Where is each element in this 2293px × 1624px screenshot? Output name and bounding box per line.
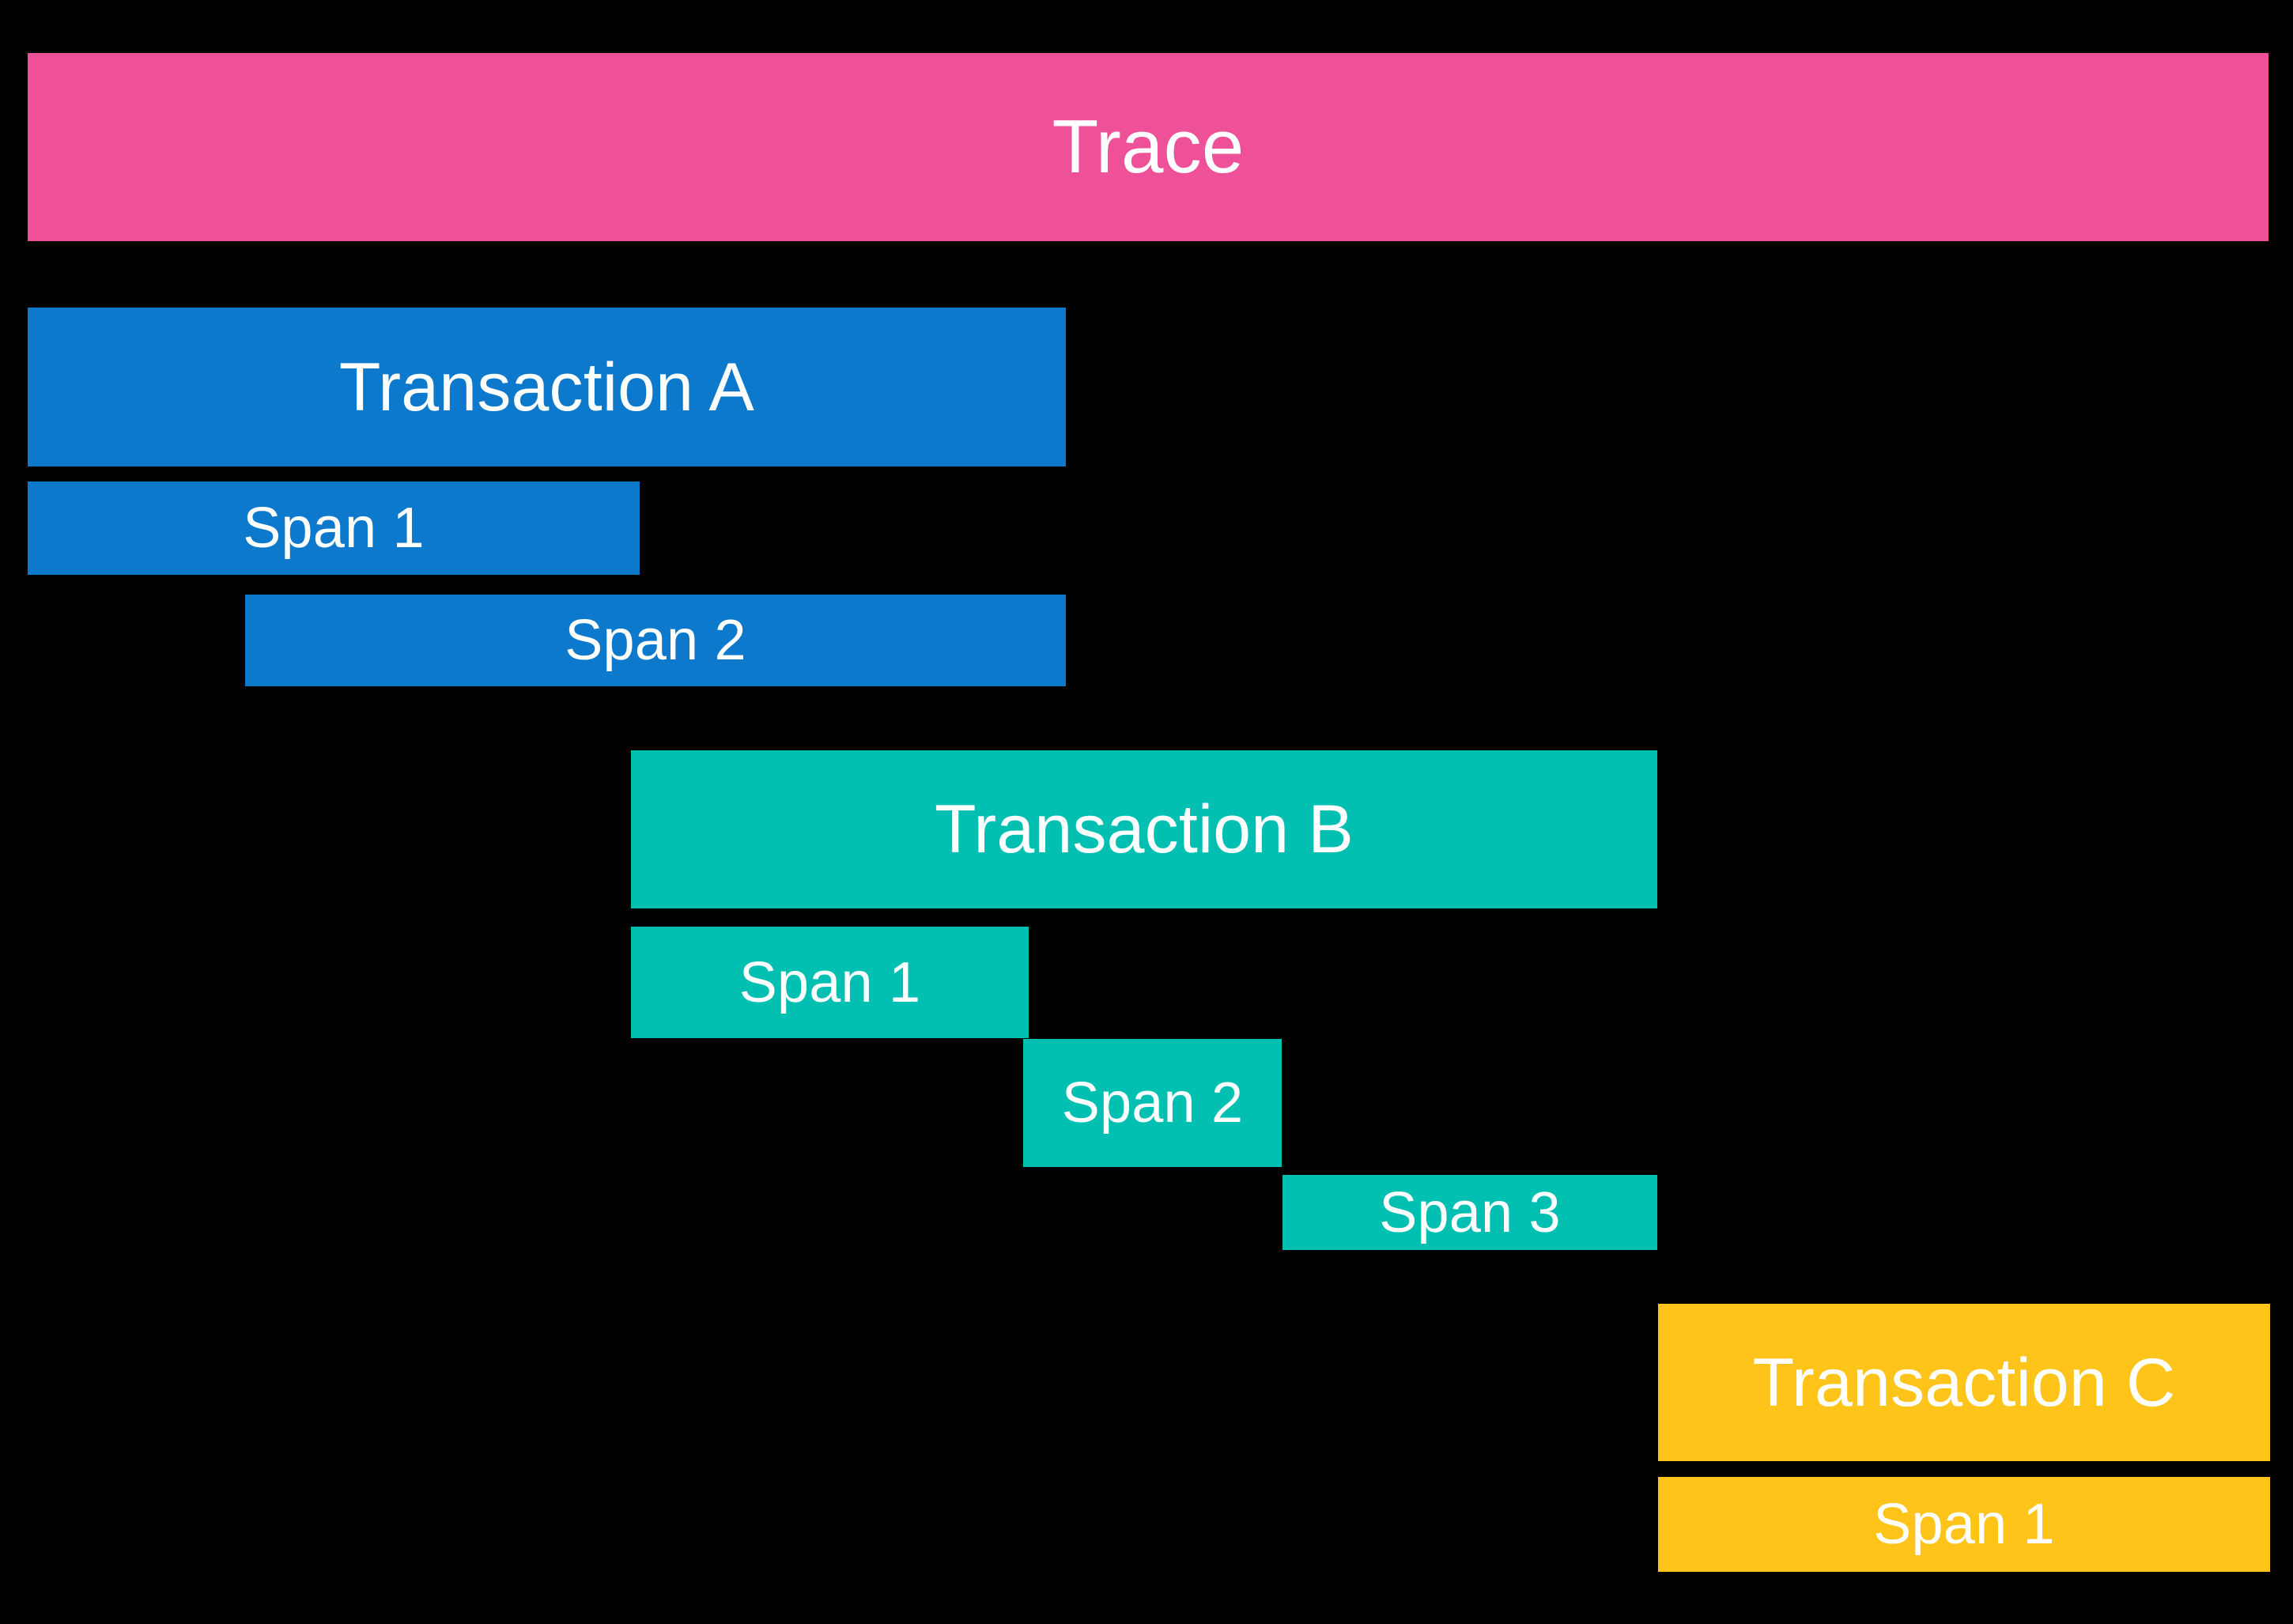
trace-bar-label: Trace bbox=[1052, 104, 1245, 189]
transaction-c-span-1-bar[interactable]: Span 1 bbox=[1658, 1477, 2270, 1572]
trace-bar[interactable]: Trace bbox=[28, 53, 2268, 241]
transaction-a-span-2-bar[interactable]: Span 2 bbox=[245, 595, 1066, 686]
transaction-b-span-3-bar[interactable]: Span 3 bbox=[1282, 1175, 1657, 1250]
transaction-b-span-1-bar[interactable]: Span 1 bbox=[631, 927, 1029, 1038]
transaction-b-bar[interactable]: Transaction B bbox=[631, 750, 1657, 908]
transaction-a-span-1-bar[interactable]: Span 1 bbox=[28, 482, 640, 575]
transaction-a-label: Transaction A bbox=[338, 349, 755, 425]
transaction-a-span-1-label: Span 1 bbox=[243, 497, 425, 560]
transaction-a-span-2-label: Span 2 bbox=[565, 609, 746, 672]
transaction-a-bar[interactable]: Transaction A bbox=[28, 308, 1066, 466]
transaction-c-span-1-label: Span 1 bbox=[1873, 1493, 2055, 1556]
transaction-b-span-2-label: Span 2 bbox=[1061, 1071, 1244, 1135]
transaction-c-bar[interactable]: Transaction C bbox=[1658, 1304, 2270, 1461]
transaction-b-label: Transaction B bbox=[935, 791, 1354, 867]
transaction-b-span-1-label: Span 1 bbox=[739, 950, 921, 1014]
transaction-b-span-3-label: Span 3 bbox=[1379, 1180, 1561, 1244]
transaction-c-label: Transaction C bbox=[1752, 1344, 2176, 1421]
transaction-b-span-2-bar[interactable]: Span 2 bbox=[1023, 1039, 1282, 1167]
